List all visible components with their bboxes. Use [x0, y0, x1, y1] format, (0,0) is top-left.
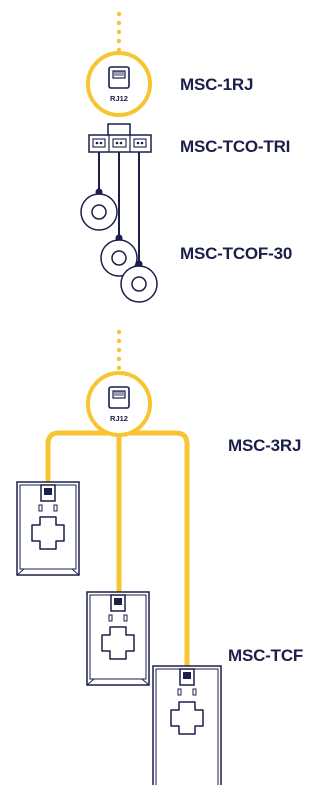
dotted-lead-top [116, 11, 122, 53]
label-msc-tcf: MSC-TCF [228, 646, 304, 665]
label-msc-tco-tri: MSC-TCO-TRI [180, 137, 291, 156]
current-transformer-ring-icon [80, 193, 158, 303]
split-core-ct-icon [86, 591, 150, 686]
msc-1rj-jack: RJ12 [86, 51, 152, 117]
yellow-wires [45, 417, 190, 673]
msc-3rj-jack: RJ12 [86, 371, 152, 437]
ct-leads [98, 152, 140, 262]
label-msc-3rj: MSC-3RJ [228, 436, 302, 455]
rj12-jack-icon [108, 386, 130, 409]
rj12-jack-icon [108, 66, 130, 89]
dotted-lead-bottom [116, 329, 122, 371]
terminal-block-icon [88, 123, 152, 153]
label-msc-1rj: MSC-1RJ [180, 75, 254, 94]
jack-label-bottom: RJ12 [110, 414, 128, 423]
split-core-ct-icon [152, 665, 222, 785]
jack-label-top: RJ12 [110, 94, 128, 103]
label-msc-tcof-30: MSC-TCOF-30 [180, 244, 293, 263]
split-core-ct-icon [16, 481, 80, 576]
